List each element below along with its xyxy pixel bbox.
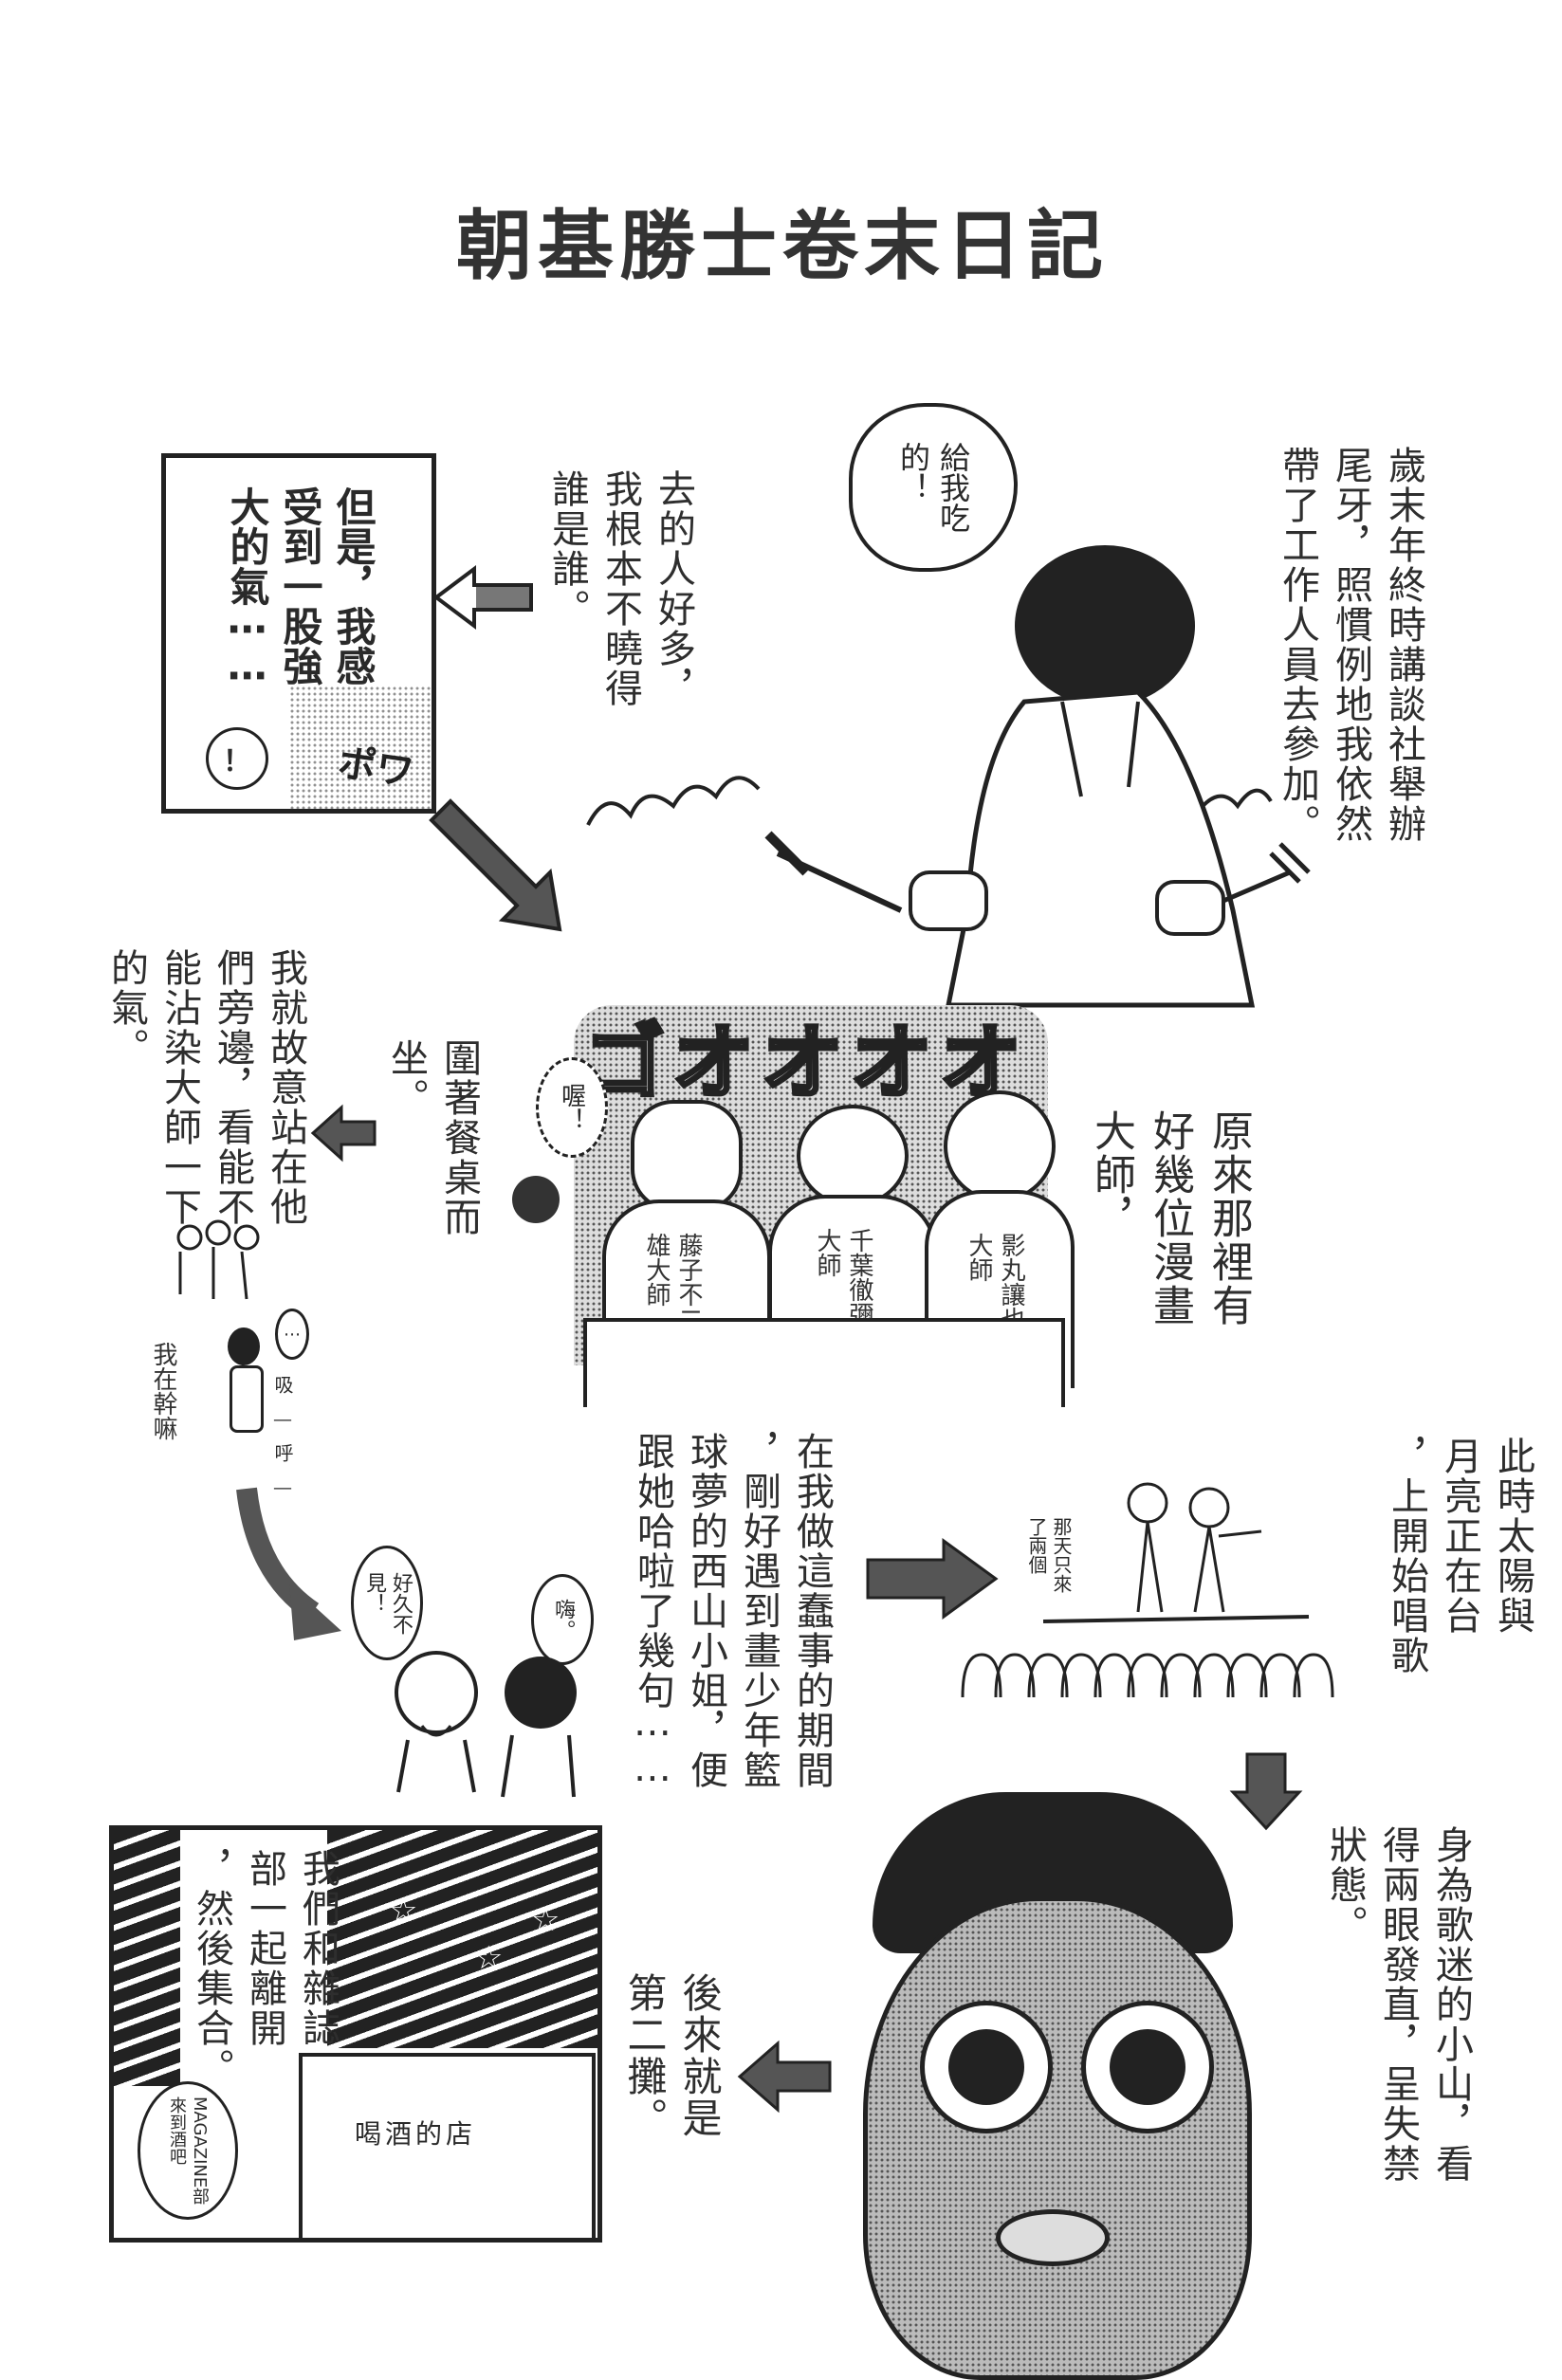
face-tone (863, 1896, 1252, 2380)
narration-koyama: 身為歌迷的小山，看 得兩眼發直，呈失禁 狀態。 (1323, 1825, 1473, 2184)
narration-standing: 我就故意站在他 們旁邊，看能不 能沾染大師一下 的氣。 (104, 948, 307, 1227)
self-character-head (228, 1327, 260, 1365)
speech-bubble-magazine: MAGAZINE部 來到酒吧 (138, 2081, 238, 2220)
exclaim-bubble: ！ (206, 727, 268, 790)
mouth (996, 2209, 1110, 2266)
speech-bubble-hi: 嗨。 (531, 1574, 594, 1665)
left-eye (920, 2001, 1053, 2133)
narration-crowd: 去的人好多， 我根本不曉得 誰是誰。 (545, 469, 695, 708)
master-label: 影丸讓也 大師 (965, 1233, 1025, 1331)
night-hatching-left (114, 1830, 180, 2086)
speech-text: 給我吃 的！ (895, 442, 971, 533)
page-title: 朝基勝士卷末日記 (456, 202, 1109, 290)
narration-second-party: 後來就是 第二攤。 (621, 1972, 723, 2139)
panel-aura: 但是，我感 受到一股強 大的氣⋯⋯ ポワ ！ (161, 453, 436, 814)
bar-sign: 喝酒的店 (355, 2118, 477, 2150)
night-hatching-right (327, 1830, 597, 2048)
panel-bar: ☆ ☆ ☆ 我們和雜誌 部一起離開 ，然後集合。 喝酒的店 MAGAZINE部 … (109, 1825, 602, 2243)
dots-bubble: ⋯ (275, 1309, 309, 1360)
curved-arrow-down-icon (236, 1487, 341, 1640)
character-back-illustration (586, 545, 1311, 1008)
arrow-down-icon (1229, 1752, 1303, 1831)
master-label: 千葉徹彌 大師 (813, 1228, 873, 1327)
arrow-left-icon (432, 565, 533, 630)
speech-bubble-give-me-food: 給我吃 的！ (849, 403, 1018, 572)
sfx-gooo: ゴオオオオ (581, 1014, 1029, 1112)
singers-on-stage-illustration (1042, 1482, 1310, 1623)
koyama-face-illustration (835, 1792, 1261, 2380)
aside-only-two-came: 那天只來 了兩個 (1025, 1517, 1073, 1593)
sfx-powa: ポワ (335, 741, 417, 796)
caption-sit-at-table: 圍著餐桌而 坐。 (384, 1038, 481, 1237)
exclaim-text: ！ (223, 745, 251, 778)
star-icon: ☆ (389, 1892, 418, 1930)
breath-sfx: 吸—呼— (271, 1375, 294, 1511)
narration-bar: 我們和雜誌 部一起離開 ，然後集合。 (190, 1849, 340, 2088)
narration-stage: 此時太陽與 月亮正在台 ，上開始唱歌 (1385, 1437, 1534, 1675)
small-crowd-illustration (176, 1219, 260, 1300)
narration-aura: 但是，我感 受到一股強 大的氣⋯⋯ (224, 486, 377, 699)
star-icon: ☆ (531, 1901, 560, 1939)
bar-building: 喝酒的店 (299, 2053, 596, 2238)
right-eye (1081, 2001, 1214, 2133)
peeking-character-head (512, 1176, 560, 1223)
arrow-down-right-icon (429, 798, 562, 932)
reaction-bubble: 喔！ (536, 1057, 608, 1158)
speech-bubble-long-time: 好久不 見！ (351, 1546, 423, 1660)
aura-tone (289, 686, 432, 809)
narration-meeting: 在我做這蠢事的期間 ，剛好遇到畫少年籃 球夢的西山小姐，便 跟她哈啦了幾句⋯⋯ (631, 1432, 834, 1802)
arrow-left-icon (737, 2040, 832, 2114)
narration-intro: 歲末年終時講談社舉辦 尾牙，照慣例地我依然 帶了工作人員去參加。 (1276, 446, 1425, 844)
murmur-what-am-i-doing: 我在幹嘛 (149, 1342, 177, 1440)
arrow-left-icon (310, 1104, 377, 1163)
master-label: 藤子不二 雄大師 (642, 1233, 703, 1331)
narration-masters: 原來那裡有 好幾位漫畫 大師， (1087, 1109, 1253, 1327)
dining-table (583, 1318, 1065, 1407)
star-icon: ☆ (474, 1939, 504, 1977)
audience-crowd-illustration (961, 1653, 1334, 1698)
master-figure-1: 藤子不二 雄大師 (593, 1100, 782, 1393)
self-character-body (230, 1365, 264, 1433)
two-characters-illustration (395, 1651, 577, 1798)
arrow-right-icon (866, 1538, 999, 1620)
reaction-text: 喔！ (557, 1083, 586, 1132)
